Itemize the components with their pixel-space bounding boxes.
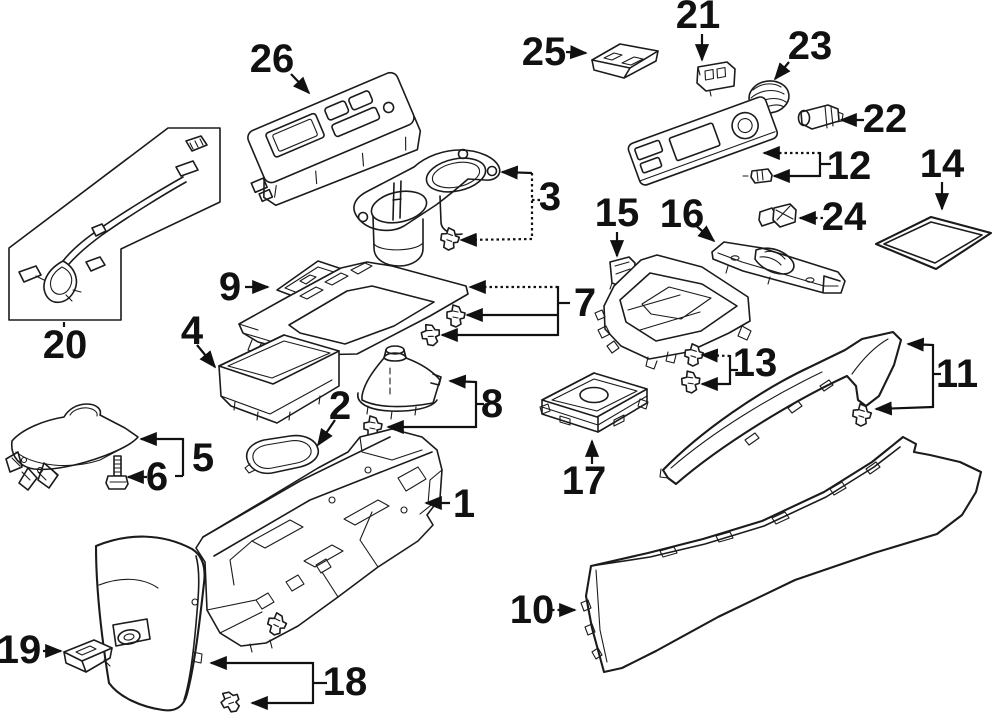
callout-20[interactable]: 20	[43, 323, 88, 367]
part-armrest-lid	[5, 403, 139, 491]
callout-16[interactable]: 16	[660, 192, 705, 236]
clip-icon	[446, 304, 466, 328]
callout-7[interactable]: 7	[574, 281, 596, 325]
leader-lines	[43, 34, 950, 711]
part-slide-tray	[711, 241, 846, 294]
leader-25	[565, 45, 588, 60]
part-console-mat	[874, 215, 993, 271]
part-control-panel	[627, 96, 779, 186]
leader-16	[693, 223, 716, 243]
callout-11[interactable]: 11	[936, 352, 978, 396]
callout-18[interactable]: 18	[323, 660, 368, 704]
part-bolt	[105, 455, 129, 490]
leader-26	[290, 73, 311, 95]
part-charger-unit	[539, 372, 649, 433]
callout-15[interactable]: 15	[595, 191, 640, 235]
callout-22[interactable]: 22	[863, 97, 908, 141]
callout-6[interactable]: 6	[146, 455, 168, 499]
callout-10[interactable]: 10	[510, 588, 555, 632]
clip-icon	[419, 321, 443, 349]
clip-icon	[680, 369, 702, 395]
leader-2	[317, 419, 336, 447]
callout-23[interactable]: 23	[788, 24, 833, 68]
leader-11	[874, 337, 941, 416]
leader-4	[196, 344, 217, 369]
callout-24[interactable]: 24	[822, 195, 867, 239]
callout-21[interactable]: 21	[676, 0, 721, 37]
callout-3[interactable]: 3	[539, 175, 561, 219]
leader-12	[762, 145, 831, 184]
part-sensor	[758, 203, 797, 228]
callout-14[interactable]: 14	[920, 142, 965, 186]
callout-26[interactable]: 26	[250, 37, 295, 81]
part-shifter-control-panel	[247, 71, 422, 207]
part-power-outlet	[797, 104, 844, 130]
part-side-panel	[580, 435, 983, 674]
callout-8[interactable]: 8	[481, 382, 503, 426]
part-console-garnish-frame	[594, 254, 752, 370]
part-side-garnish	[659, 330, 903, 486]
callout-1[interactable]: 1	[453, 482, 475, 526]
leader-5	[139, 431, 185, 478]
callout-5[interactable]: 5	[192, 436, 214, 480]
callout-25[interactable]: 25	[522, 30, 567, 74]
callout-2[interactable]: 2	[329, 384, 351, 428]
part-shift-boot	[357, 345, 442, 439]
part-usb-hub	[591, 43, 659, 79]
leader-13	[700, 348, 738, 392]
part-usb-unit	[63, 639, 113, 673]
part-wire-harness	[8, 127, 221, 321]
clip-icon	[851, 402, 873, 428]
callout-4[interactable]: 4	[181, 309, 204, 353]
part-front-cover	[94, 535, 245, 714]
leader-23	[773, 61, 791, 81]
callout-17[interactable]: 17	[562, 459, 607, 503]
part-storage-box	[218, 334, 340, 424]
leader-3	[459, 165, 541, 247]
leader-18	[209, 655, 327, 711]
part-console-body	[195, 428, 443, 653]
part-switch	[696, 61, 736, 97]
clip-icon	[438, 226, 462, 253]
leader-7	[440, 279, 570, 343]
callout-13[interactable]: 13	[733, 341, 778, 385]
leader-8	[386, 374, 484, 435]
part-trim-ring	[244, 434, 320, 475]
clip-icon	[216, 686, 245, 714]
callout-9[interactable]: 9	[219, 265, 241, 309]
callout-12[interactable]: 12	[827, 144, 872, 188]
callout-19[interactable]: 19	[0, 628, 41, 672]
part-cup-holder	[353, 148, 501, 267]
